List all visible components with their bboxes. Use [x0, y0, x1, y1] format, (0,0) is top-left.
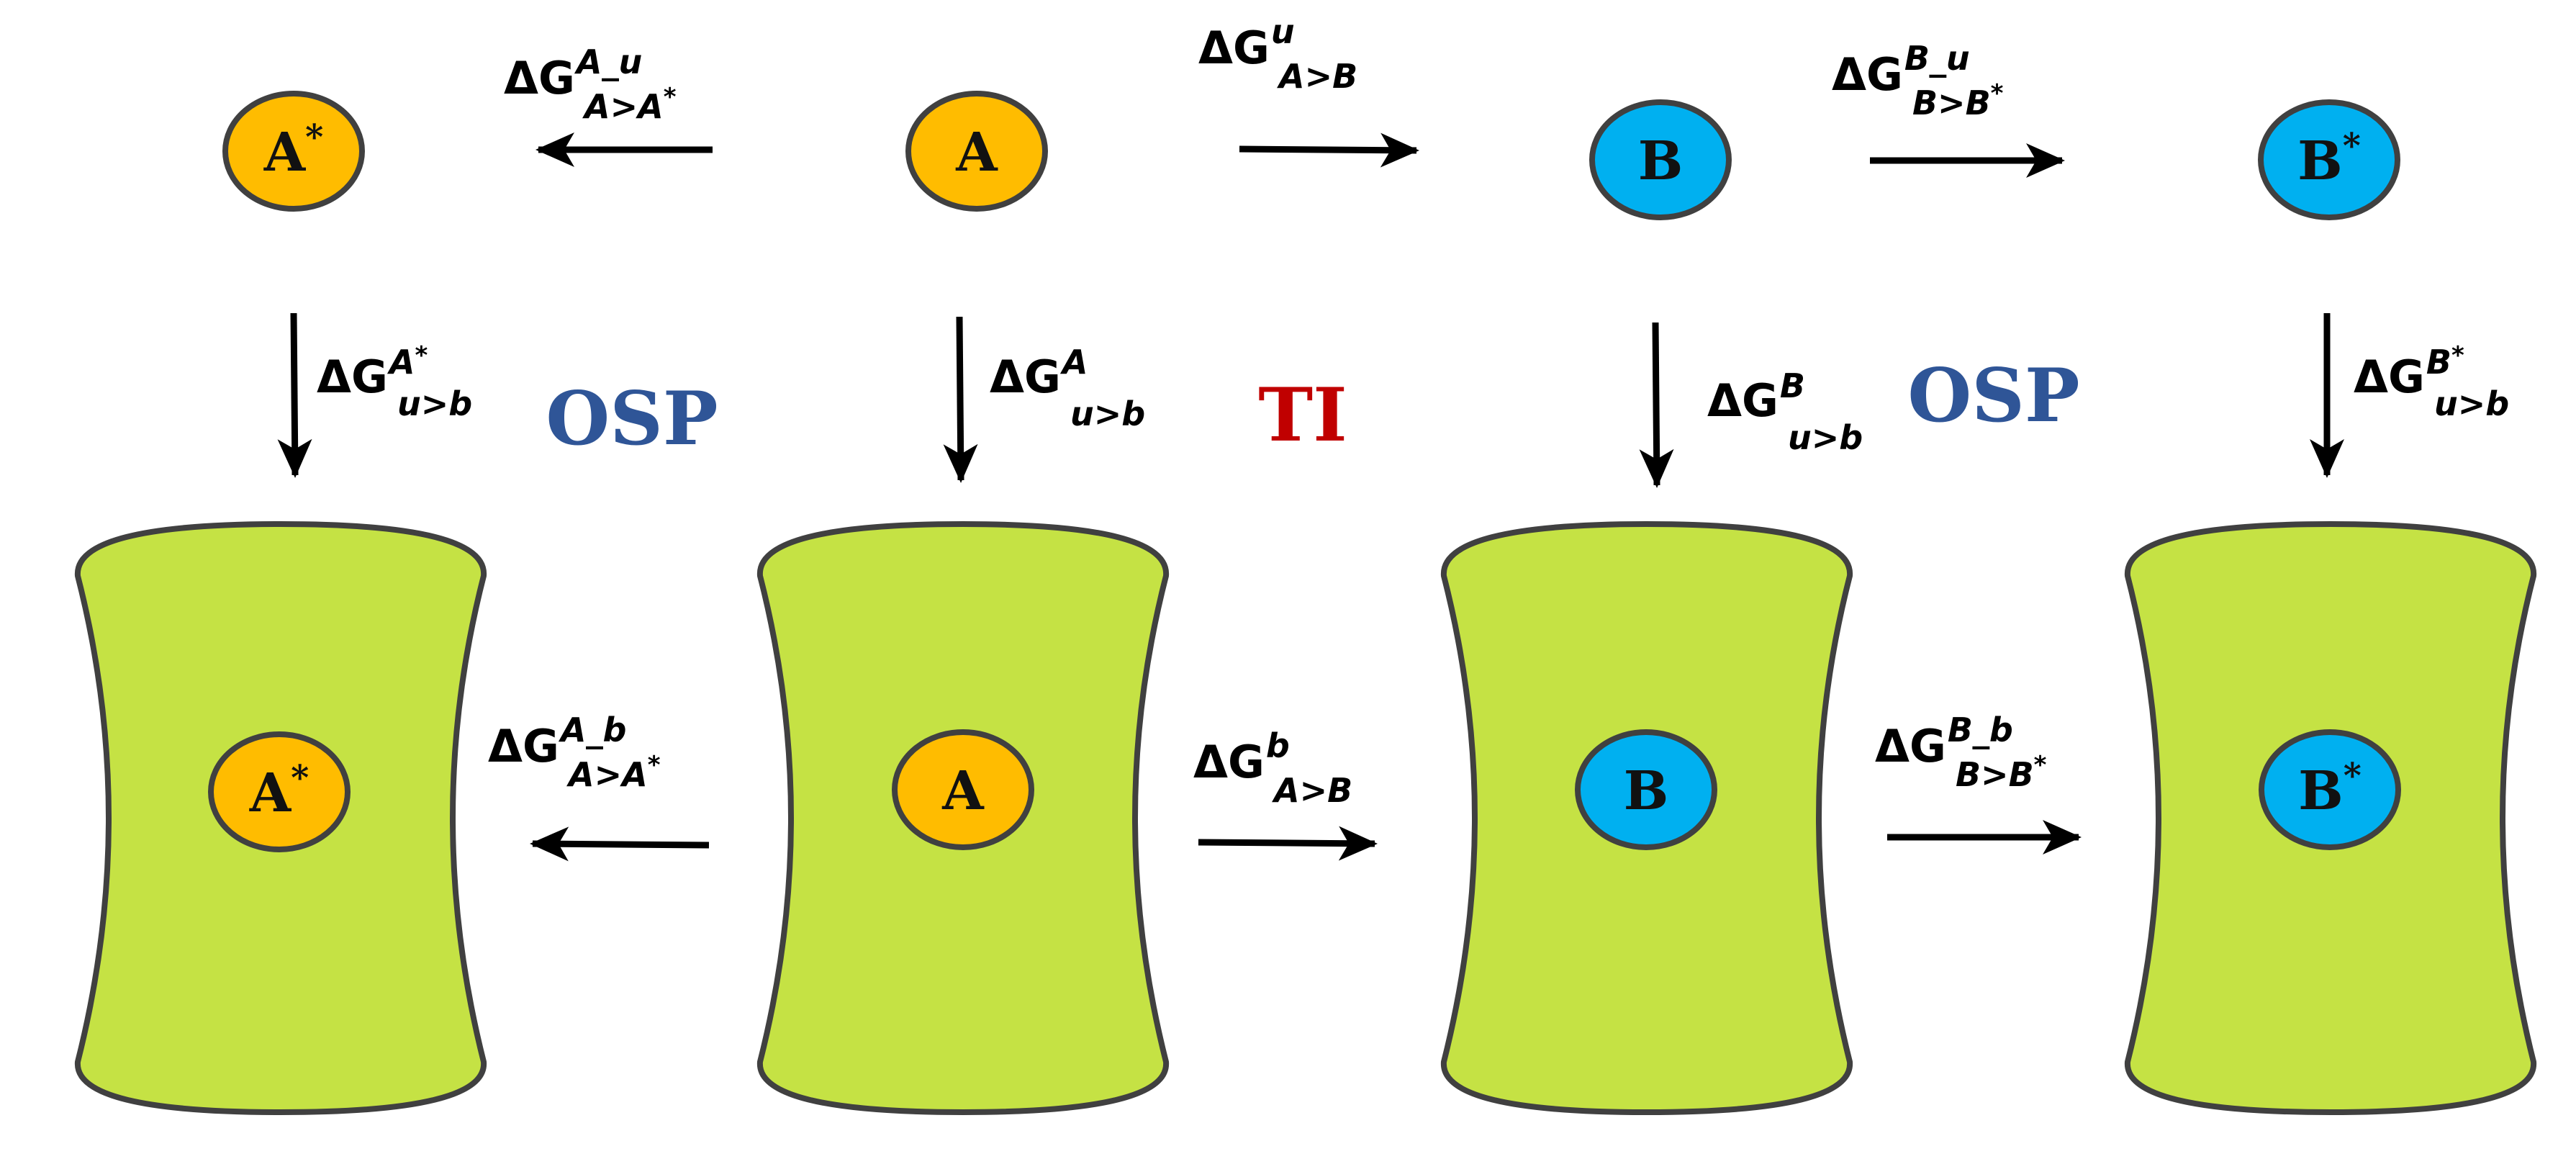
method-label-ti: TI	[1258, 372, 1347, 459]
ligand-b-unbound	[1589, 99, 1732, 220]
ligand-a-star-bound	[208, 731, 351, 852]
method-label-osp-right: OSP	[1907, 353, 2079, 439]
ligand-b-unbound-label: B	[1638, 130, 1684, 192]
ligand-b-star-unbound	[2258, 99, 2400, 220]
ligand-a-bound-label: A	[941, 760, 985, 822]
arrow-bound-a-to-a-star	[530, 826, 710, 862]
arrow-binding-b	[1639, 322, 1674, 488]
ligand-a-star-unbound	[222, 91, 365, 212]
ligand-b-star-bound	[2259, 729, 2401, 850]
arrow-binding-a	[943, 316, 978, 483]
arrow-bound-a-to-b	[1198, 826, 1378, 861]
ligand-b-star-unbound-label: B*	[2297, 126, 2361, 192]
ligand-b-bound	[1575, 729, 1717, 850]
dg-binding-b-star: ΔGB*u>b	[2354, 341, 2509, 423]
ligand-b-bound-label: B	[1624, 760, 1669, 822]
dg-binding-a-star: ΔGA*u>b	[317, 341, 472, 423]
ligand-a-star-unbound-label: A*	[263, 117, 324, 184]
ligand-a-star-bound-label: A*	[249, 758, 309, 824]
arrow-binding-a-star	[277, 312, 312, 478]
ligand-a-unbound	[905, 91, 1048, 212]
ligand-b-star-bound-label: B*	[2298, 756, 2362, 822]
arrow-unbound-a-to-b	[1239, 132, 1419, 168]
ligand-a-unbound-label: A	[955, 122, 998, 184]
method-label-osp-left: OSP	[546, 376, 718, 462]
ligand-a-bound	[892, 729, 1034, 850]
